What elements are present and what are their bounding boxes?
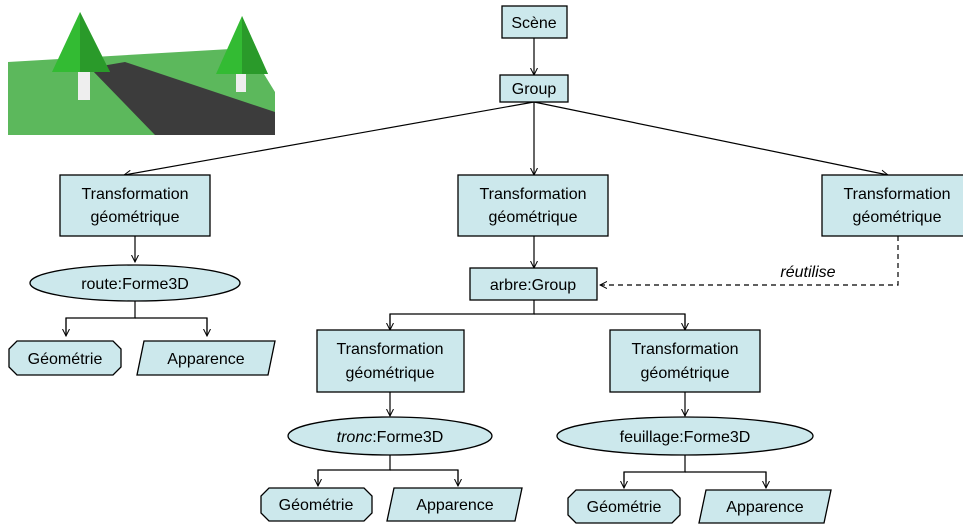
edge-route-split bbox=[65, 301, 136, 333]
edge-group-transform-left bbox=[124, 101, 535, 175]
edge-feuillage-split bbox=[623, 455, 686, 482]
tronc-shape-node: tronc:Forme3D bbox=[287, 416, 493, 456]
transform-node-route: Transformation géométrique bbox=[59, 174, 211, 237]
transform-label-line2: géométrique bbox=[489, 209, 578, 226]
tree-left-trunk bbox=[78, 72, 90, 100]
geometry-label: Géométrie bbox=[28, 351, 103, 368]
scene-label: Scène bbox=[511, 15, 556, 32]
route-geometry-node: Géométrie bbox=[8, 340, 122, 376]
road-surface bbox=[90, 62, 275, 135]
transform-label-line1: Transformation bbox=[632, 341, 739, 358]
transform-label-line1: Transformation bbox=[82, 186, 189, 203]
geometry-label: Géométrie bbox=[587, 499, 662, 516]
edge-tronc-split bbox=[317, 455, 391, 482]
transform-label-line2: géométrique bbox=[853, 209, 942, 226]
edge-tronc-split-right bbox=[390, 469, 459, 482]
transform-label-line1: Transformation bbox=[337, 341, 444, 358]
edge-arbre-split bbox=[389, 300, 535, 326]
edge-reuse-arbre bbox=[600, 236, 899, 285]
scene-3d-render-icon bbox=[8, 12, 275, 135]
tree-right-trunk bbox=[236, 70, 246, 92]
geometry-label: Géométrie bbox=[279, 497, 354, 514]
appearance-label: Apparence bbox=[416, 497, 493, 514]
feuillage-appearance-node: Apparence bbox=[698, 489, 832, 524]
transform-node-feuillage: Transformation géométrique bbox=[609, 329, 761, 393]
tronc-appearance-node: Apparence bbox=[386, 487, 523, 522]
transform-node-reuse: Transformation géométrique bbox=[821, 174, 963, 237]
arbre-group-label: arbre:Group bbox=[490, 277, 576, 294]
tree-left-foliage-shade bbox=[80, 12, 110, 72]
edges bbox=[65, 38, 899, 488]
arbre-group-node: arbre:Group bbox=[469, 267, 598, 301]
tree-right-foliage-shade bbox=[242, 16, 268, 74]
transform-label-line2: géométrique bbox=[91, 209, 180, 226]
tronc-shape-label: tronc:Forme3D bbox=[337, 429, 444, 446]
transform-node-tronc: Transformation géométrique bbox=[316, 329, 465, 393]
group-node: Group bbox=[499, 74, 569, 103]
edge-arbre-split-right bbox=[534, 313, 686, 326]
appearance-label: Apparence bbox=[726, 499, 803, 516]
appearance-label: Apparence bbox=[167, 351, 244, 368]
edge-feuillage-split-right bbox=[685, 471, 767, 482]
transform-label-line1: Transformation bbox=[844, 186, 951, 203]
transform-node-arbre: Transformation géométrique bbox=[457, 174, 609, 237]
feuillage-shape-label: feuillage:Forme3D bbox=[620, 429, 751, 446]
feuillage-shape-node: feuillage:Forme3D bbox=[556, 416, 814, 456]
route-shape-label: route:Forme3D bbox=[81, 276, 189, 293]
feuillage-geometry-node: Géométrie bbox=[567, 489, 681, 524]
scene-node: Scène bbox=[501, 5, 568, 39]
transform-label-line1: Transformation bbox=[480, 186, 587, 203]
transform-label-line2: géométrique bbox=[346, 365, 435, 382]
group-label: Group bbox=[512, 81, 557, 98]
reuse-label: réutilise bbox=[780, 264, 835, 281]
transform-label-line2: géométrique bbox=[641, 365, 730, 382]
edge-group-transform-right bbox=[533, 101, 888, 175]
route-appearance-node: Apparence bbox=[136, 340, 276, 376]
route-shape-node: route:Forme3D bbox=[29, 264, 241, 302]
tronc-geometry-node: Géométrie bbox=[260, 487, 373, 522]
edge-route-split-right bbox=[135, 317, 208, 333]
